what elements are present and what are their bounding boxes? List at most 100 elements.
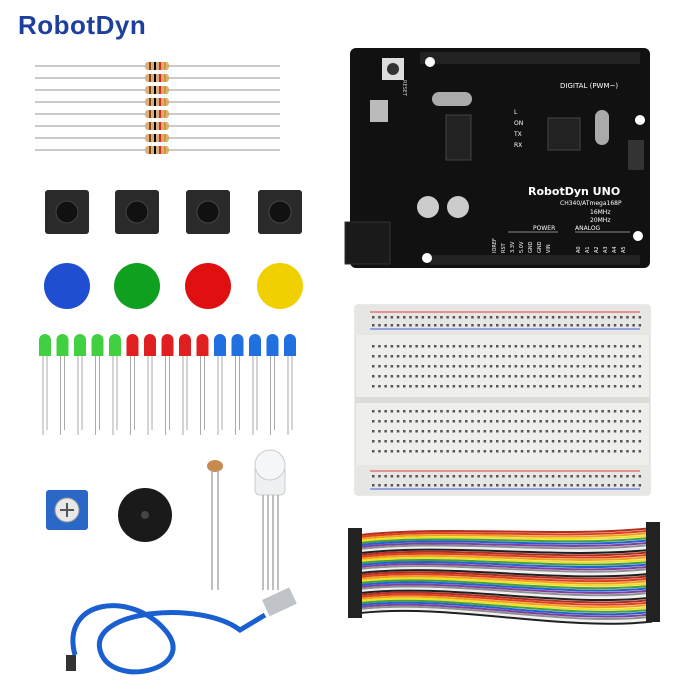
button-cap: [114, 263, 160, 309]
jumper-wire: [359, 552, 653, 559]
led-label-rx: RX: [514, 142, 522, 149]
analog-pin-a1: A1: [585, 246, 591, 253]
button-cap: [44, 263, 90, 309]
analog-pin-a5: A5: [621, 246, 627, 253]
led-label-tx: TX: [513, 131, 522, 138]
led: [249, 334, 261, 435]
led: [161, 334, 174, 435]
analog-pin-a3: A3: [603, 246, 609, 253]
led: [231, 334, 244, 435]
resistors: [35, 62, 280, 154]
board-model: RobotDyn UNO: [528, 185, 620, 198]
resistor: [35, 110, 280, 118]
jumper-wire: [359, 554, 653, 561]
button-caps: [44, 263, 303, 309]
led: [56, 334, 69, 435]
jumper-wire: [359, 560, 653, 569]
jumper-wire: [359, 609, 653, 625]
resistor: [35, 134, 280, 142]
jumper-wire: [359, 567, 653, 576]
power-pin-ioref: IOREF: [492, 238, 498, 253]
jumper-wire: [359, 529, 653, 538]
jumper-wire: [359, 589, 653, 602]
digital-label: DIGITAL (PWM~): [560, 82, 618, 90]
jumper-wire: [359, 593, 653, 606]
jumper-wire: [359, 539, 653, 546]
analog-pin-a0: A0: [576, 246, 582, 253]
jumper-wire: [359, 536, 653, 544]
jumper-wire: [359, 599, 653, 613]
led: [196, 334, 209, 435]
jumper-wire: [359, 563, 653, 571]
power-pin-gnd-2: GND: [537, 241, 543, 253]
analog-pin-a4: A4: [612, 246, 618, 253]
jumper-wire: [359, 527, 653, 536]
analog-pin-a2: A2: [594, 246, 600, 253]
reset-label: RESET: [401, 80, 407, 97]
jumper-wire: [359, 601, 653, 616]
freq-16mhz: 16MHz: [590, 209, 610, 216]
power-label: POWER: [533, 225, 555, 232]
rgb-led: [254, 449, 286, 590]
jumper-wire: [359, 556, 653, 564]
jumper-wire: [359, 579, 653, 590]
jumper-wire: [359, 558, 653, 566]
jumper-wire: [359, 585, 653, 597]
jumper-wire: [359, 543, 653, 550]
analog-label: ANALOG: [575, 225, 601, 232]
button-cap: [185, 263, 231, 309]
potentiometer: [46, 490, 88, 530]
jumper-wires: [348, 522, 660, 625]
photoresistor: [207, 460, 223, 590]
usb-cable: [66, 587, 297, 675]
tactile-button: [45, 190, 89, 234]
jumper-wire: [359, 605, 653, 620]
jumper-wire: [359, 607, 653, 623]
led: [284, 334, 296, 435]
breadboard: [354, 304, 651, 496]
resistor: [35, 74, 280, 82]
led: [266, 334, 279, 435]
jumper-wire: [359, 571, 653, 580]
jumper-wire: [359, 548, 653, 554]
jumper-wire: [359, 591, 653, 604]
jumper-wire: [359, 569, 653, 578]
power-pin-rst: RST: [501, 242, 507, 253]
leds: [39, 334, 296, 435]
power-pin-gnd-1: GND: [528, 241, 534, 253]
led: [74, 334, 86, 435]
resistor: [35, 86, 280, 94]
led: [144, 334, 156, 435]
led-label-l: L: [514, 109, 518, 116]
led: [91, 334, 104, 435]
tactile-buttons: [45, 190, 302, 234]
jumper-wire: [359, 581, 653, 592]
jumper-wire: [359, 531, 653, 540]
tactile-button: [258, 190, 302, 234]
board-chip: CH340/ATmega168P: [560, 200, 622, 207]
led: [214, 334, 226, 435]
jumper-wire: [359, 597, 653, 611]
power-pin-5v: 5.0V: [519, 241, 525, 253]
resistor: [35, 62, 280, 70]
power-pin-3v3: 3.3V: [510, 241, 516, 253]
arduino-board: DIGITAL (PWM~) RESET L ON TX RX RobotDyn…: [344, 48, 650, 268]
jumper-wire: [359, 583, 653, 594]
buzzer: [118, 488, 172, 542]
jumper-wire: [359, 575, 653, 585]
led: [126, 334, 139, 435]
jumper-wire: [359, 541, 653, 548]
jumper-wire: [359, 573, 653, 583]
led-label-on: ON: [514, 120, 523, 127]
jumper-wire: [359, 587, 653, 599]
freq-20mhz: 20MHz: [590, 217, 610, 224]
jumper-wire: [359, 603, 653, 618]
brand-logo: RobotDyn: [18, 10, 147, 40]
resistor: [35, 98, 280, 106]
jumper-wire: [359, 546, 653, 552]
jumper-wire: [359, 550, 653, 557]
jumper-wire: [359, 577, 653, 587]
power-pin-vin: VIN: [546, 244, 552, 253]
